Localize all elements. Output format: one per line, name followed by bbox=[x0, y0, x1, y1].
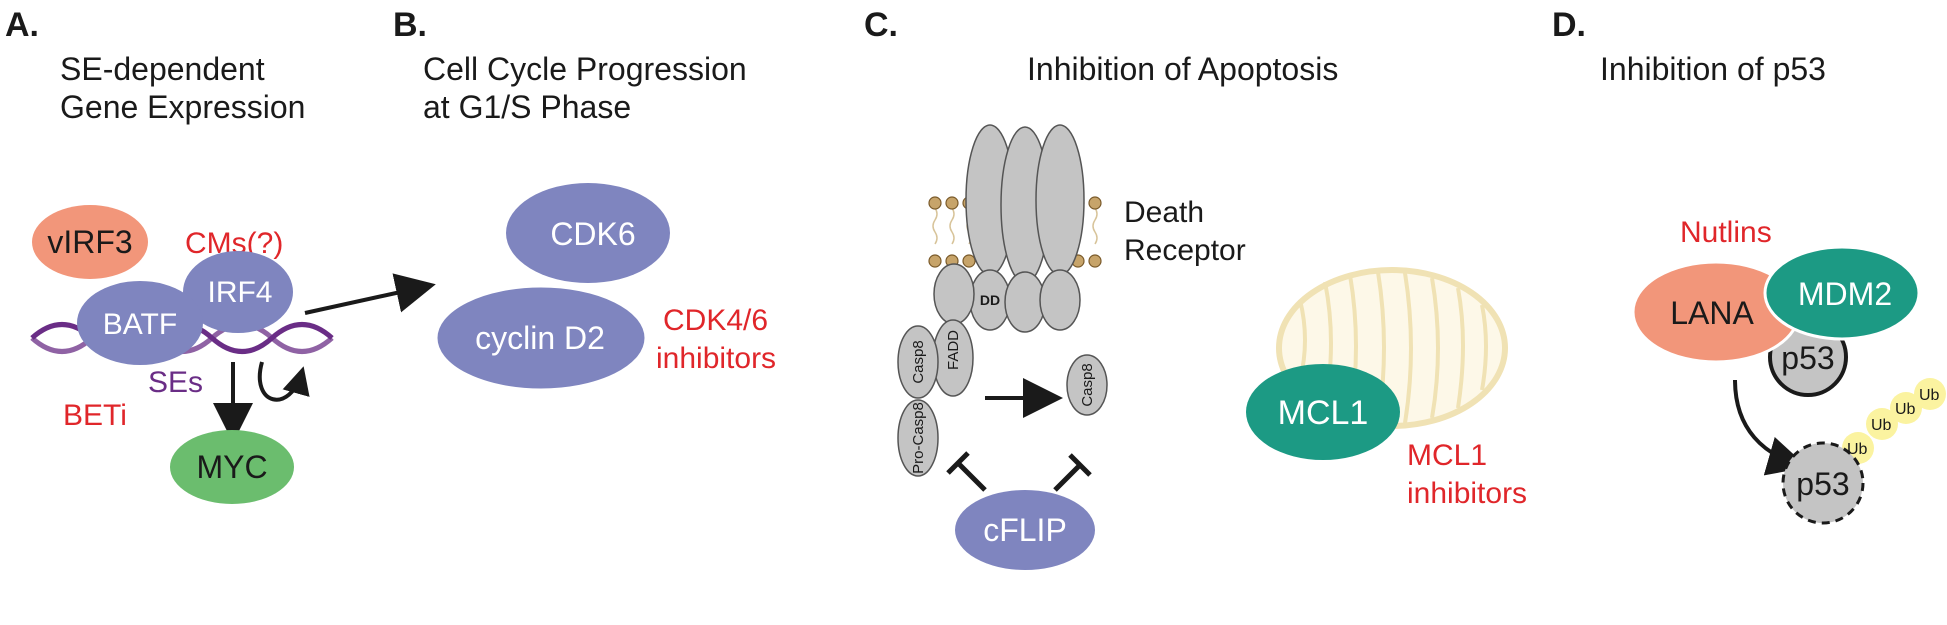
ub-label-1: Ub bbox=[1847, 441, 1868, 458]
nutlins-label: Nutlins bbox=[1680, 216, 1772, 249]
cdk46-inhibitors-line1: CDK4/6 bbox=[663, 304, 768, 337]
myc-label: MYC bbox=[196, 449, 267, 485]
cflip-inhibition bbox=[946, 451, 1092, 492]
to-cell-cycle-arrow bbox=[304, 273, 436, 315]
cflip-label: cFLIP bbox=[983, 512, 1067, 548]
mcl1-protein bbox=[1246, 364, 1400, 460]
cyclin-d2-label: cyclin D2 bbox=[475, 320, 605, 356]
panel-a-letter: A. bbox=[5, 6, 39, 44]
ses-label: SEs bbox=[148, 366, 203, 399]
feedback-arrow bbox=[257, 361, 310, 402]
panel-b-title-line1: Cell Cycle Progression bbox=[423, 51, 747, 87]
virf3-label: vIRF3 bbox=[47, 224, 132, 260]
ub-label-2: Ub bbox=[1871, 417, 1892, 434]
fadd-label: FADD bbox=[945, 330, 962, 370]
casp8-label: Casp8 bbox=[1079, 363, 1096, 406]
panel-c: C. Inhibition of Apoptosis bbox=[864, 6, 1527, 570]
batf-protein bbox=[77, 281, 203, 365]
panel-a-title-line1: SE-dependent bbox=[60, 51, 265, 87]
death-receptor-line2: Receptor bbox=[1124, 234, 1246, 267]
adaptor-complex bbox=[897, 263, 1108, 477]
myc-protein bbox=[170, 430, 294, 504]
cdk6-protein bbox=[506, 183, 670, 283]
degradation-arrow bbox=[1733, 379, 1808, 476]
mcl1-inhibitors-line1: MCL1 bbox=[1407, 439, 1487, 472]
panel-b-title-line2: at G1/S Phase bbox=[423, 89, 631, 125]
cdk46-inhibitors-line2: inhibitors bbox=[656, 342, 776, 375]
virf3-protein bbox=[32, 205, 148, 279]
irf4-label: IRF4 bbox=[207, 276, 272, 309]
mcl1-inhibitors-line2: inhibitors bbox=[1407, 477, 1527, 510]
p53-free-label: p53 bbox=[1796, 466, 1849, 502]
panel-c-letter: C. bbox=[864, 6, 898, 44]
panel-a-title-line2: Gene Expression bbox=[60, 89, 305, 125]
panel-b: B. Cell Cycle Progression at G1/S Phase … bbox=[393, 6, 776, 392]
cyclin-d2-protein bbox=[434, 284, 648, 392]
p53-free-protein bbox=[1781, 441, 1865, 525]
mdm2-protein bbox=[1763, 245, 1921, 341]
panel-b-letter: B. bbox=[393, 6, 427, 44]
batf-label: BATF bbox=[103, 308, 177, 341]
ub-label-3: Ub bbox=[1895, 401, 1916, 418]
ub-label-4: Ub bbox=[1919, 387, 1940, 404]
panel-d: D. Inhibition of p53 Nutlins p53 LANA MD… bbox=[1552, 6, 1946, 525]
mdm2-label: MDM2 bbox=[1798, 276, 1892, 312]
panel-c-title: Inhibition of Apoptosis bbox=[1027, 51, 1338, 87]
panel-a: A. SE-dependent Gene Expression vIRF3 CM… bbox=[5, 6, 436, 504]
death-receptor bbox=[965, 124, 1085, 333]
mcl1-label: MCL1 bbox=[1278, 394, 1369, 432]
lana-label: LANA bbox=[1670, 295, 1754, 331]
panel-d-letter: D. bbox=[1552, 6, 1586, 44]
panel-d-title: Inhibition of p53 bbox=[1600, 51, 1826, 87]
cflip-protein bbox=[955, 490, 1095, 570]
death-receptor-line1: Death bbox=[1124, 196, 1204, 229]
pro-casp8-top-label: Casp8 bbox=[910, 340, 927, 383]
beti-label: BETi bbox=[63, 399, 127, 432]
irf4-protein bbox=[183, 251, 293, 333]
dd-label: DD bbox=[980, 292, 1000, 308]
p53-bound-label: p53 bbox=[1781, 340, 1834, 376]
pro-casp8-label: Pro-Casp8 bbox=[910, 402, 927, 474]
cdk6-label: CDK6 bbox=[550, 216, 635, 252]
